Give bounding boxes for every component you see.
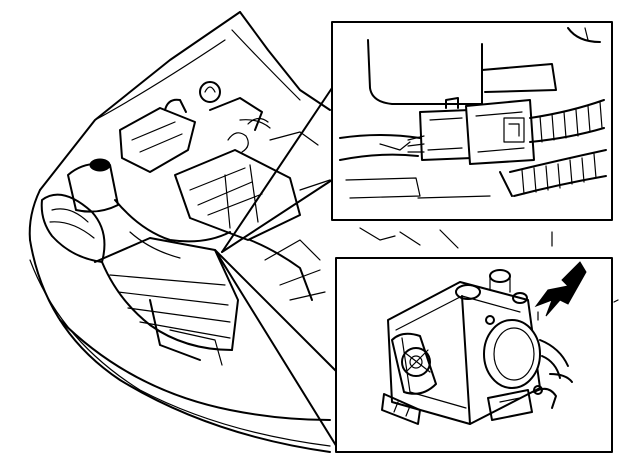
callout-lines bbox=[214, 87, 346, 453]
background-marks bbox=[359, 227, 619, 303]
throttle-body-detail-panel bbox=[335, 257, 613, 453]
car-front-overview bbox=[28, 11, 331, 453]
arrow-icon bbox=[534, 261, 587, 317]
connector-detail-panel bbox=[331, 21, 613, 221]
